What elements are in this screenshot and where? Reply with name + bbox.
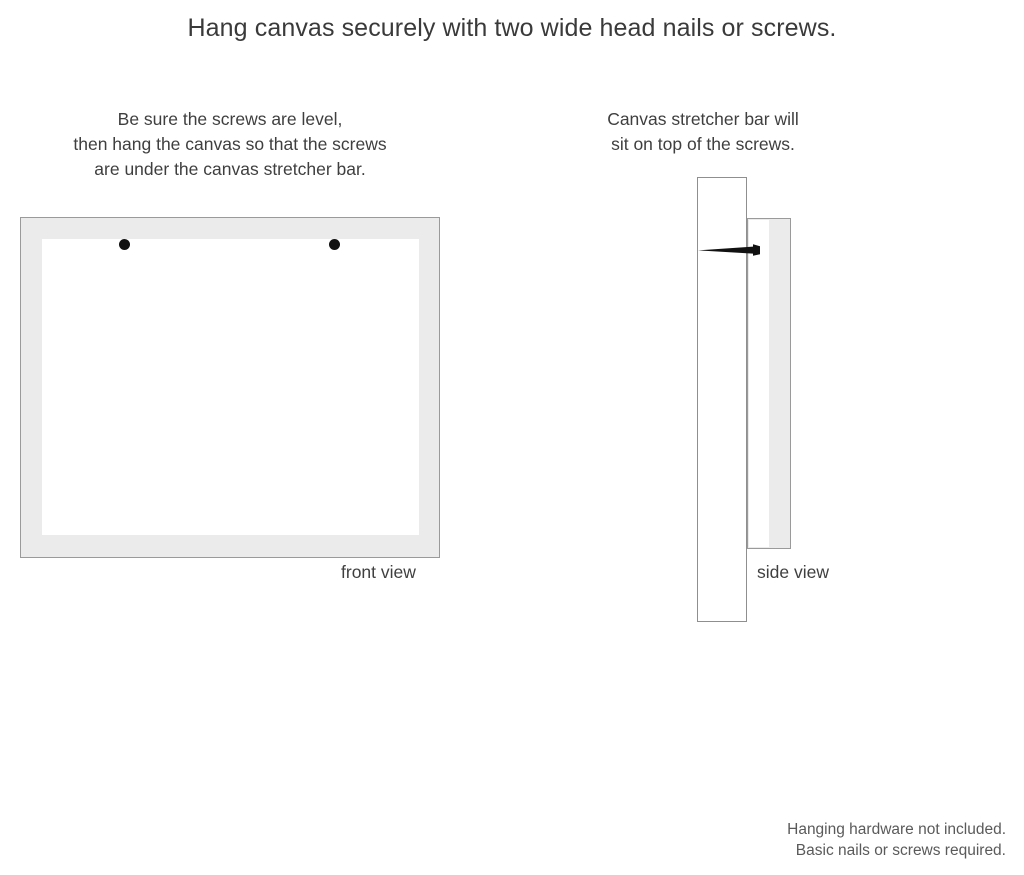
side-view-caption-line-2: sit on top of the screws. (611, 134, 795, 154)
front-view-caption-line-2: then hang the canvas so that the screws (73, 134, 387, 154)
footer-note: Hanging hardware not included. Basic nai… (787, 819, 1006, 861)
side-view-label: side view (757, 562, 829, 582)
page-title: Hang canvas securely with two wide head … (187, 14, 837, 42)
screw-head-right-icon (329, 239, 340, 250)
side-view-diagram (697, 177, 827, 623)
footer-note-line-2: Basic nails or screws required. (795, 842, 1006, 859)
screw-side-icon (698, 243, 760, 256)
front-view-caption: Be sure the screws are level, then hang … (20, 107, 440, 182)
screw-head-left-icon (119, 239, 130, 250)
side-view-caption: Canvas stretcher bar will sit on top of … (585, 107, 821, 157)
canvas-face-front (42, 239, 419, 535)
canvas-stretcher-bar-inner (749, 220, 769, 547)
front-view-caption-line-3: are under the canvas stretcher bar. (94, 159, 366, 179)
front-view-caption-line-1: Be sure the screws are level, (117, 109, 343, 129)
footer-note-line-1: Hanging hardware not included. (787, 821, 1006, 838)
side-view-caption-line-1: Canvas stretcher bar will (607, 109, 799, 129)
front-view-diagram (20, 217, 440, 558)
front-view-label: front view (341, 562, 416, 582)
